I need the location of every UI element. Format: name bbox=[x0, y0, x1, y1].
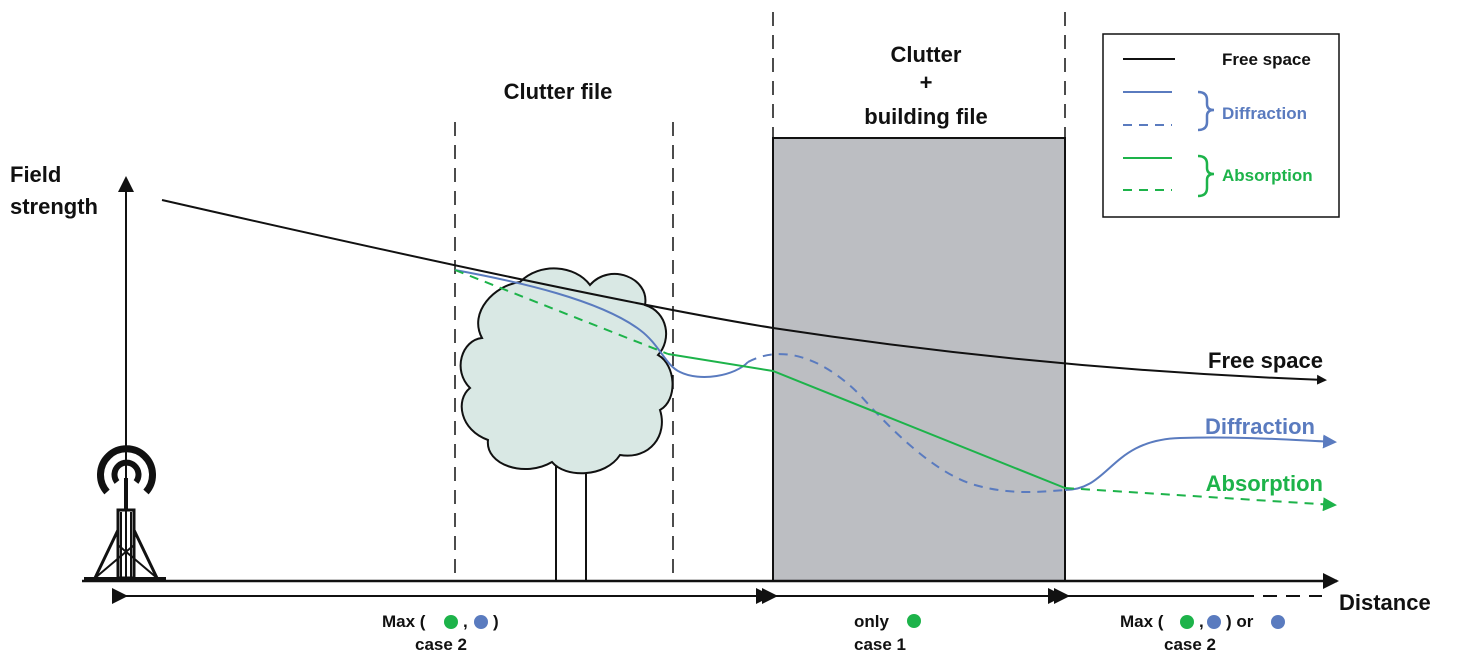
seg3-max-prefix: Max ( bbox=[1120, 612, 1164, 631]
segment-3-caption: Max ( , ) or case 2 bbox=[1120, 612, 1285, 654]
absorption-extension-curve bbox=[1064, 487, 1337, 512]
seg1-close: ) bbox=[493, 612, 499, 631]
segment-1-caption: Max ( , ) case 2 bbox=[382, 612, 499, 654]
absorption-dashed-curve bbox=[454, 269, 669, 355]
seg1-max-prefix: Max ( bbox=[382, 612, 426, 631]
tree-icon bbox=[459, 267, 674, 582]
clutter-file-title: Clutter file bbox=[504, 79, 613, 104]
absorption-dot-icon bbox=[1180, 615, 1194, 629]
seg3-comma: , bbox=[1199, 612, 1204, 631]
diffraction-dot-icon bbox=[1207, 615, 1221, 629]
seg3-close-or: ) or bbox=[1226, 612, 1254, 631]
segment-2-caption: only case 1 bbox=[854, 612, 921, 654]
zone-boundaries bbox=[454, 12, 1066, 578]
seg2-only: only bbox=[854, 612, 889, 631]
absorption-dot-icon bbox=[444, 615, 458, 629]
diffraction-dot-icon bbox=[1271, 615, 1285, 629]
antenna-tower-icon bbox=[84, 445, 166, 581]
diffraction-recovery-curve bbox=[1064, 434, 1337, 491]
absorption-label: Absorption bbox=[1206, 471, 1323, 496]
absorption-curve bbox=[667, 353, 1066, 489]
y-axis-label-line1: Field bbox=[10, 162, 61, 187]
seg2-case: case 1 bbox=[854, 635, 906, 654]
diffraction-brace-icon bbox=[1197, 90, 1215, 132]
absorption-dot-icon bbox=[907, 614, 921, 628]
y-axis-label-line2: strength bbox=[10, 194, 98, 219]
legend: Free space Diffraction Absorption bbox=[1102, 33, 1340, 218]
seg3-case: case 2 bbox=[1164, 635, 1216, 654]
free-space-label: Free space bbox=[1208, 348, 1323, 373]
absorption-brace-icon bbox=[1197, 154, 1215, 198]
diffraction-label: Diffraction bbox=[1205, 414, 1315, 439]
building-title-line3: building file bbox=[864, 104, 987, 129]
legend-free-space: Free space bbox=[1222, 50, 1311, 69]
diffraction-curve bbox=[454, 269, 749, 378]
legend-diffraction: Diffraction bbox=[1222, 104, 1307, 123]
legend-absorption: Absorption bbox=[1222, 166, 1313, 185]
x-axis-label: Distance bbox=[1339, 590, 1431, 615]
building-title-line2: + bbox=[920, 70, 933, 95]
diffraction-dot-icon bbox=[474, 615, 488, 629]
building-title-line1: Clutter bbox=[891, 42, 962, 67]
seg1-comma: , bbox=[463, 612, 468, 631]
seg1-case: case 2 bbox=[415, 635, 467, 654]
diffraction-dashed-curve bbox=[747, 353, 1066, 493]
free-space-curve bbox=[161, 199, 1327, 385]
